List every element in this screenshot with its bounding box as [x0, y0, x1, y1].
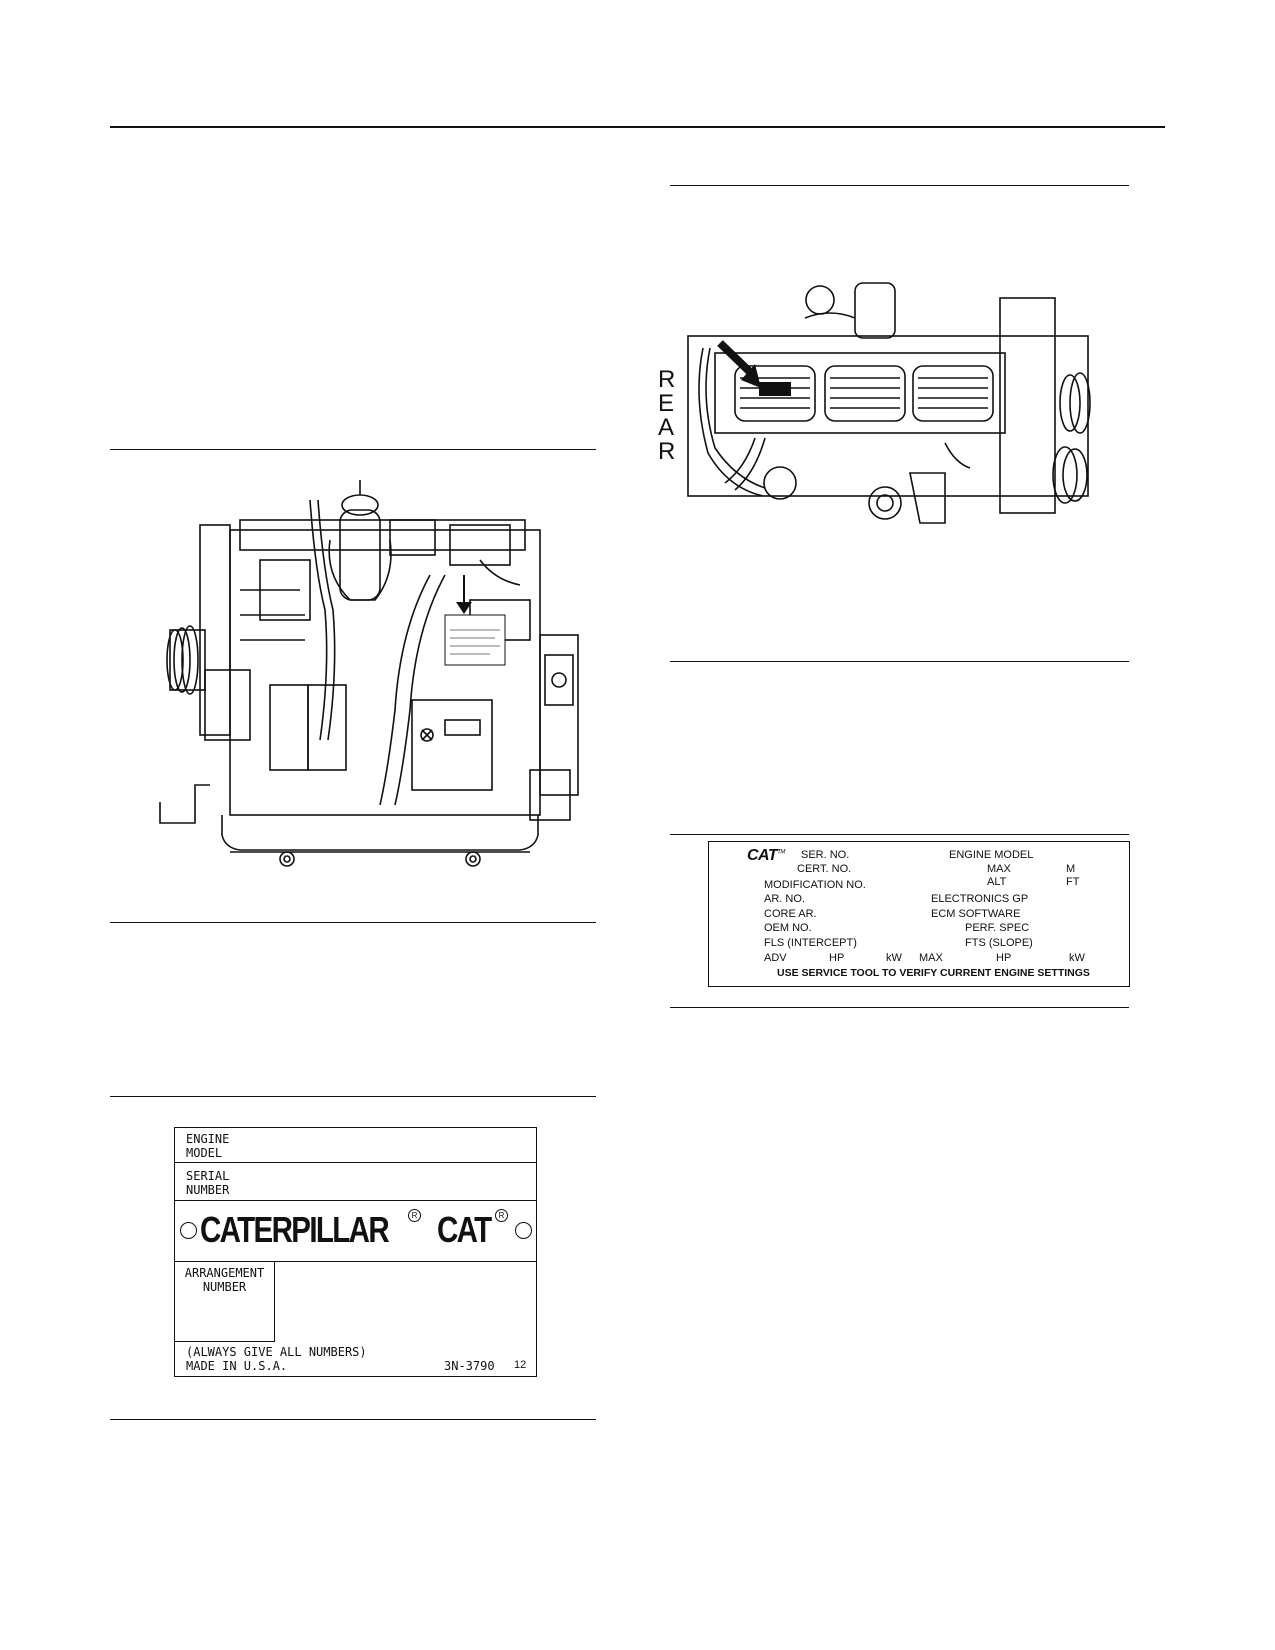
max-label: MAX [987, 863, 1011, 875]
caterpillar-logo: CATERPILLAR [200, 1209, 390, 1251]
hp-unit-label: HP [996, 952, 1012, 964]
serial-label: SERIAL [186, 1169, 230, 1183]
registered-mark: R [495, 1209, 508, 1222]
hp-unit-label: HP [829, 952, 845, 964]
cat-logo-text: CAT [747, 847, 778, 864]
cat-logo: CAT [437, 1209, 492, 1251]
always-give-all-numbers: (ALWAYS GIVE ALL NUMBERS) [186, 1345, 367, 1359]
ft-unit-label: FT [1066, 876, 1080, 888]
engine-info-plate: CATTM SER. NO. ENGINE MODEL CERT. NO. MA… [708, 841, 1130, 987]
adv-label: ADV [764, 952, 787, 964]
section-rule [110, 1419, 596, 1420]
trademark-mark: TM [777, 849, 785, 856]
ecm-software-label: ECM SOFTWARE [931, 908, 1021, 920]
engine-model-label: ENGINE MODEL [949, 849, 1034, 861]
kw-unit-label: kW [1069, 952, 1085, 964]
rear-letter: A [658, 414, 674, 441]
rear-letter: E [658, 390, 674, 417]
section-rule [110, 449, 596, 450]
service-tool-note: USE SERVICE TOOL TO VERIFY CURRENT ENGIN… [777, 967, 1090, 979]
ar-no-label: AR. NO. [764, 893, 805, 905]
part-number: 3N-3790 [444, 1359, 495, 1373]
made-in-usa: MADE IN U.S.A. [186, 1359, 288, 1373]
caterpillar-logo-text: CATERPILLAR [200, 1209, 390, 1250]
page-header-rule [110, 126, 1165, 128]
alt-label: ALT [987, 876, 1007, 888]
modification-no-label: MODIFICATION NO. [764, 879, 866, 891]
rear-letter: R [658, 438, 675, 465]
section-rule [110, 1096, 596, 1097]
number-label: NUMBER [186, 1183, 230, 1197]
registered-mark: R [408, 1209, 421, 1222]
model-label: MODEL [186, 1146, 223, 1160]
engine-label: ENGINE [186, 1132, 230, 1146]
oem-no-label: OEM NO. [764, 922, 812, 934]
engine-model-row: ENGINE MODEL [175, 1128, 536, 1163]
section-rule [670, 661, 1129, 662]
arrangement-label-cell: ARRANGEMENT NUMBER [175, 1262, 275, 1342]
arrangement-label: ARRANGEMENT [184, 1266, 265, 1280]
perf-spec-label: PERF. SPEC [965, 922, 1030, 934]
fts-slope-label: FTS (SLOPE) [965, 937, 1033, 949]
engine-serial-plate: ENGINE MODEL SERIAL NUMBER CATERPILLAR R… [174, 1127, 537, 1377]
cert-no-label: CERT. NO. [797, 863, 852, 875]
brand-row: CATERPILLAR R CAT R [175, 1201, 536, 1262]
arrangement-number-label: NUMBER [202, 1280, 247, 1294]
part-revision: 12 [514, 1359, 527, 1371]
m-unit-label: M [1066, 863, 1076, 875]
registered-mark-text: R [498, 1211, 505, 1220]
section-rule [670, 834, 1129, 835]
kw-unit-label: kW [886, 952, 902, 964]
serial-number-row: SERIAL NUMBER [175, 1163, 536, 1201]
rear-label: R E A R [658, 366, 675, 465]
section-rule [110, 922, 596, 923]
mounting-hole-right [515, 1222, 532, 1239]
electronics-gp-label: ELECTRONICS GP [931, 893, 1029, 905]
section-rule [670, 1007, 1129, 1008]
max-power-label: MAX [919, 952, 943, 964]
ser-no-label: SER. NO. [801, 849, 850, 861]
core-ar-label: CORE AR. [764, 908, 817, 920]
engine-side-illustration [159, 480, 579, 867]
section-rule [670, 185, 1129, 186]
fls-intercept-label: FLS (INTERCEPT) [764, 937, 857, 949]
arrangement-row: ARRANGEMENT NUMBER [175, 1262, 536, 1342]
cat-logo-text: CAT [437, 1209, 492, 1250]
engine-top-illustration: R E A R [658, 282, 1091, 524]
mounting-hole-left [180, 1222, 197, 1239]
rear-letter: R [658, 366, 675, 393]
cat-logo: CATTM [747, 847, 785, 865]
registered-mark-text: R [411, 1211, 418, 1220]
